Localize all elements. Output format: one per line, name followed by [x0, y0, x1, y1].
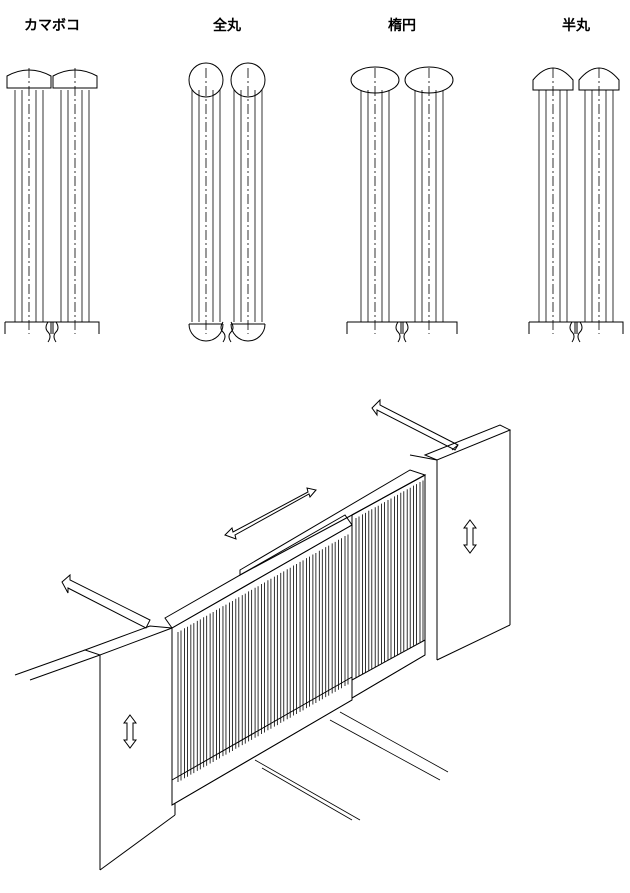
profile-label-kamaboko: カマボコ: [24, 18, 80, 34]
gate-bar: [325, 545, 330, 698]
gate-bar: [228, 600, 233, 753]
gate-bar: [344, 534, 349, 686]
profile-label-zenmaru: 全丸: [213, 18, 241, 34]
gate-bar: [299, 560, 304, 712]
profile-label-daen: 楕円: [388, 18, 416, 34]
wall-right: [409, 424, 512, 661]
gate-bar: [203, 615, 208, 768]
profile-drawing-daen: [346, 66, 458, 343]
gate-bar: [254, 586, 259, 738]
gate-bar: [368, 509, 373, 671]
gate-bar: [355, 516, 360, 678]
gate-bar: [261, 582, 265, 734]
gate-bar: [267, 578, 272, 731]
gate-bar: [184, 626, 188, 779]
gate-bar: [273, 575, 278, 727]
gate-bar: [222, 604, 227, 757]
rails: [254, 711, 449, 821]
gate-bar: [413, 484, 417, 646]
gate-bar: [312, 552, 317, 705]
gate-bar: [362, 512, 366, 675]
gate-panel-front: [164, 514, 353, 806]
profile-drawing-kamaboko: [4, 68, 100, 343]
gate-bar: [235, 597, 240, 749]
gate-bar: [293, 564, 298, 716]
gate-bar: [338, 538, 342, 690]
slide-arrow-left: [61, 573, 151, 629]
gate-bar: [190, 623, 195, 775]
gate-bar: [306, 556, 310, 709]
lift-arrow-left: [123, 714, 137, 749]
gate-bar: [318, 549, 323, 701]
profile-elevations: [4, 62, 624, 343]
wall-left: [14, 625, 176, 871]
gate-bar: [209, 612, 214, 764]
gate-bar: [196, 619, 201, 771]
gate-bar: [406, 487, 411, 650]
gate-panel-rear: [239, 469, 427, 699]
gate-bar: [286, 567, 291, 720]
profile-label-hanmaru: 半丸: [562, 18, 590, 34]
slide-arrow-top-right: [371, 398, 459, 451]
gate-bar: [394, 494, 398, 657]
gate-bar: [381, 502, 385, 664]
gate-bar: [374, 505, 379, 668]
gate-bar: [387, 498, 392, 660]
gate-bar: [177, 630, 182, 782]
gate-bar: [248, 589, 253, 742]
slide-arrow-middle: [224, 487, 317, 540]
profile-drawing-zenmaru: [188, 62, 266, 343]
gate-bar: [280, 571, 285, 723]
lift-arrow-right: [463, 519, 477, 554]
gate-bar: [419, 480, 424, 642]
gate-bar: [331, 541, 336, 694]
gate-bar: [216, 608, 220, 760]
gate-bar: [241, 593, 246, 746]
gate-bar: [400, 491, 405, 653]
profile-drawing-hanmaru: [528, 67, 624, 343]
